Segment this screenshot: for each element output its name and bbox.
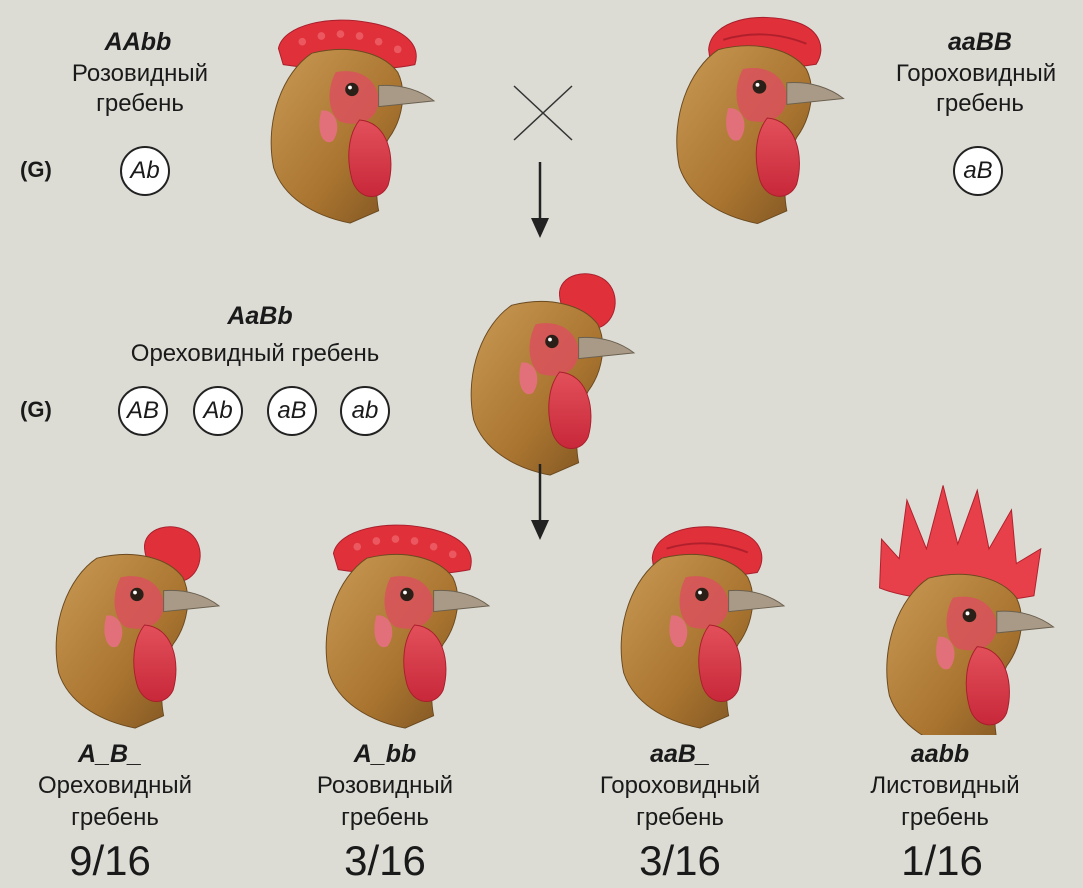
f2-ratio: 9/16 [30, 838, 190, 884]
rooster-rose-comb-image [245, 10, 455, 230]
gamete-circle: Ab [120, 146, 170, 196]
parent-left-phenotype-2: гребень [40, 90, 240, 118]
parent-right-genotype: aaBB [930, 28, 1030, 56]
f2-genotype: aaB_ [620, 740, 740, 768]
gamete-text: Ab [130, 157, 159, 185]
gamete-text: Ab [203, 397, 232, 425]
cross-symbol [512, 84, 574, 142]
rooster-pea-comb-image [650, 8, 865, 228]
rooster-walnut-comb-image [30, 515, 240, 735]
f2-phenotype-1: Розовидный [275, 772, 495, 800]
f2-phenotype-1: Ореховидный [5, 772, 225, 800]
arrow-down-icon [528, 162, 552, 240]
f2-phenotype-2: гребень [5, 804, 225, 832]
f2-genotype: A_bb [325, 740, 445, 768]
parent-left-genotype: AAbb [98, 28, 178, 56]
gamete-circle: Ab [193, 386, 243, 436]
rooster-walnut-comb-image [445, 262, 655, 482]
f2-ratio: 1/16 [862, 838, 1022, 884]
f2-phenotype-2: гребень [835, 804, 1055, 832]
f2-phenotype-1: Листовидный [835, 772, 1055, 800]
f2-phenotype-2: гребень [570, 804, 790, 832]
gamete-circle: aB [267, 386, 317, 436]
parent-right-phenotype-1: Гороховидный [870, 60, 1082, 88]
f2-phenotype-2: гребень [275, 804, 495, 832]
parent-left-phenotype-1: Розовидный [40, 60, 240, 88]
rooster-rose-comb-image [300, 515, 510, 735]
f2-genotype: aabb [880, 740, 1000, 768]
gamete-circle: AB [118, 386, 168, 436]
gamete-text: aB [277, 397, 306, 425]
rooster-pea-comb-image [595, 515, 805, 735]
f2-ratio: 3/16 [600, 838, 760, 884]
arrow-down-icon [528, 464, 552, 542]
parent-right-phenotype-2: гребень [880, 90, 1080, 118]
f1-gamete-label: (G) [20, 397, 52, 423]
parent-gamete-label: (G) [20, 157, 52, 183]
f2-genotype: A_B_ [50, 740, 170, 768]
rooster-single-comb-image [860, 480, 1075, 735]
gamete-text: aB [963, 157, 992, 185]
f1-genotype: AaBb [200, 302, 320, 330]
gamete-circle: ab [340, 386, 390, 436]
gamete-text: AB [127, 397, 159, 425]
f2-phenotype-1: Гороховидный [565, 772, 795, 800]
gamete-text: ab [352, 397, 379, 425]
f1-phenotype: Ореховидный гребень [75, 340, 435, 368]
gamete-circle: aB [953, 146, 1003, 196]
f2-ratio: 3/16 [305, 838, 465, 884]
